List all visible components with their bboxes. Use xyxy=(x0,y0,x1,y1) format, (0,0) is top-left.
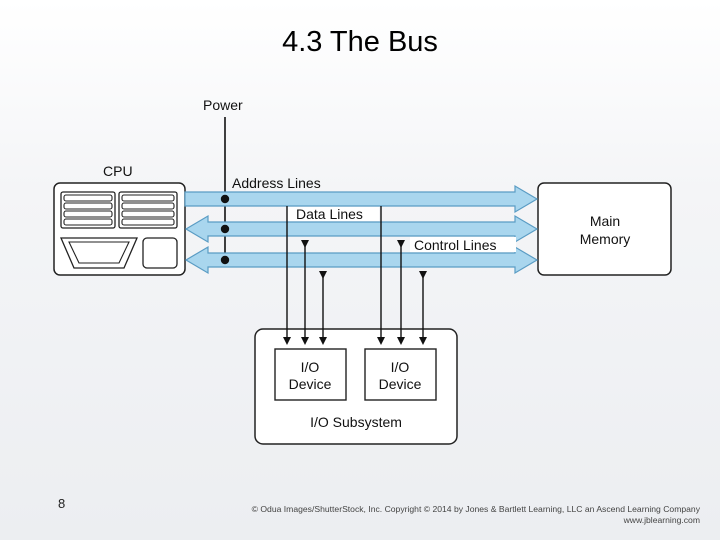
control-lines-label: Control Lines xyxy=(414,237,497,253)
data-lines-label: Data Lines xyxy=(296,206,363,222)
address-bus xyxy=(184,184,539,214)
publisher-url: www.jblearning.com xyxy=(623,515,700,525)
io-subsystem-label: I/O Subsystem xyxy=(310,414,402,430)
cpu-chip-icon xyxy=(60,191,178,269)
copyright-line: © Odua Images/ShutterStock, Inc. Copyrig… xyxy=(251,504,700,514)
control-lines-label-bg xyxy=(410,237,516,252)
main-memory-box xyxy=(537,182,672,276)
io-device-1-label-line2: Device xyxy=(289,376,332,392)
power-dot-control xyxy=(220,255,230,265)
main-memory-label-line2: Memory xyxy=(580,231,631,247)
io-device-1-label-line1: I/O xyxy=(301,359,320,375)
io-device-2-box xyxy=(364,348,437,401)
main-memory-label-line1: Main xyxy=(590,213,620,229)
power-label: Power xyxy=(203,97,243,113)
data-bus xyxy=(184,214,539,244)
data-lines-label-bg xyxy=(287,207,379,221)
copyright-notice: © Odua Images/ShutterStock, Inc. Copyrig… xyxy=(230,504,700,526)
cpu-label: CPU xyxy=(103,163,133,179)
power-dot-data xyxy=(220,224,230,234)
address-lines-label: Address Lines xyxy=(232,175,321,191)
slide-title: 4.3 The Bus xyxy=(282,26,438,58)
io-device-2-label-line2: Device xyxy=(379,376,422,392)
io-device-2-label-line1: I/O xyxy=(391,359,410,375)
io-device-1-box xyxy=(274,348,347,401)
power-dot-address xyxy=(220,194,230,204)
slide-number: 8 xyxy=(58,496,66,511)
